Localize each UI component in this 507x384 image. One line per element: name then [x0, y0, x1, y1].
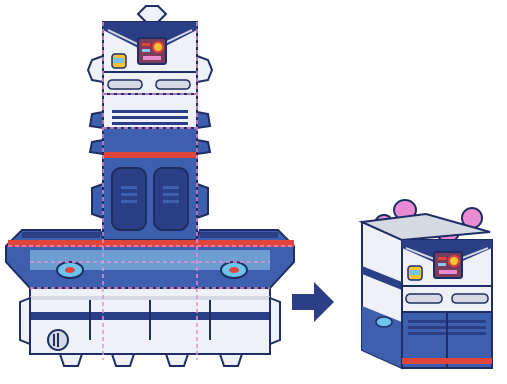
unfolded-papercraft-template [6, 6, 294, 366]
top-tab [138, 6, 166, 22]
red-band-upper [103, 152, 197, 158]
left-head-tab [88, 56, 103, 82]
torso-panel-right [154, 168, 188, 230]
model-red-band [402, 358, 492, 364]
assembled-papercraft-model [362, 200, 492, 368]
transformation-arrow [292, 282, 334, 322]
torso-panel-left [112, 168, 146, 230]
right-head-tab [197, 56, 212, 82]
